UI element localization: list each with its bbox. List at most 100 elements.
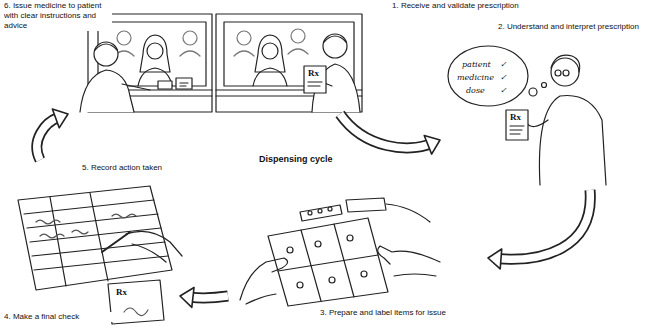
arrow-head: [180, 287, 194, 307]
step-label: 3. Prepare and label items for issue: [320, 308, 486, 318]
cycle-arrow-body: [499, 190, 590, 259]
step-label: 2. Understand and interpret prescription: [498, 22, 646, 32]
cycle-arrow-outline: [191, 296, 228, 298]
step-node: 4. Make a final check: [2, 262, 180, 326]
diagram-title: Dispensing cycle: [258, 154, 334, 164]
prepare-scene-part: [378, 246, 440, 264]
prepare-scene-part: [240, 258, 288, 300]
issue-window-scene-part: [117, 31, 131, 45]
interpret-scene-part: [551, 58, 579, 86]
cycle-arrow-outline: [499, 190, 590, 259]
interpret-scene-part: [529, 88, 537, 96]
step-label: 1. Receive and validate prescription: [392, 1, 557, 11]
step-label: 5. Record action taken: [82, 163, 182, 173]
step-label: 6. Issue medicine to patient with clear …: [4, 1, 112, 31]
cycle-arrow: [340, 114, 440, 154]
interpret-scene: [448, 46, 606, 185]
prepare-scene-part: [386, 204, 430, 222]
interpret-scene-part: [526, 120, 548, 127]
record-scene-part: [36, 220, 60, 224]
receive-window-scene-part: [288, 49, 308, 54]
record-scene-part: [90, 193, 108, 281]
record-scene-part: [34, 256, 168, 270]
record-scene-part: [24, 200, 154, 214]
issue-window-scene-part: [147, 43, 163, 59]
arrow-head: [52, 109, 68, 128]
receive-window-scene-part: [216, 14, 362, 112]
step-node: 1. Receive and validate prescription: [216, 0, 561, 114]
record-scene-part: [50, 197, 66, 286]
cycle-arrow-body: [37, 118, 58, 160]
receive-window-scene-part: [234, 51, 254, 56]
cycle-arrow-body: [191, 296, 228, 298]
step-node: 6. Issue medicine to patient with clear …: [2, 0, 214, 114]
record-scene-part: [102, 232, 130, 252]
step-node: 3. Prepare and label items for issue: [228, 196, 488, 326]
receive-window-scene-part: [291, 29, 305, 43]
prepare-scene-part: [300, 205, 342, 221]
prepare-scene-part: [297, 282, 303, 288]
cycle-arrow-body: [340, 114, 430, 148]
prepare-scene-part: [318, 209, 322, 213]
interpret-scene-part: [539, 96, 606, 186]
record-scene-part: [18, 186, 172, 290]
prepare-scene: [240, 198, 440, 306]
receive-window-scene-part: [255, 35, 285, 72]
receive-window-scene-part: [324, 36, 346, 42]
receive-window-scene-part: [262, 43, 278, 59]
bubble-word: dose: [466, 86, 485, 95]
prepare-scene-part: [315, 241, 321, 247]
record-scene-part: [108, 280, 164, 324]
check-mark: ✓: [500, 60, 507, 69]
interpret-scene-part: [506, 110, 528, 140]
record-scene-part: [112, 214, 136, 218]
prepare-scene-part: [308, 211, 312, 215]
record-scene-part: [32, 242, 165, 256]
prepare-scene-part: [394, 274, 436, 276]
bubble-word: patient: [462, 60, 491, 69]
issue-window-scene-part: [95, 44, 117, 50]
prepare-scene-part: [268, 218, 388, 306]
rx-mark: Rx: [116, 288, 127, 297]
cycle-arrow-outline: [37, 118, 58, 160]
prepare-scene-part: [287, 247, 293, 253]
rx-mark: Rx: [510, 113, 521, 122]
receive-window-scene: [216, 14, 362, 112]
prepare-scene-part: [328, 207, 332, 211]
prepare-scene-part: [346, 198, 386, 212]
record-scene-part: [27, 214, 158, 228]
cycle-arrow: [180, 287, 228, 307]
prepare-scene-part: [361, 271, 367, 277]
record-scene-part: [126, 231, 182, 262]
prepare-scene-part: [347, 235, 353, 241]
record-scene-part: [124, 308, 148, 316]
record-scene: [18, 186, 182, 324]
issue-window-scene-part: [180, 83, 188, 86]
arrow-head: [488, 249, 502, 269]
check-mark: ✓: [500, 86, 507, 95]
receive-window-scene-part: [308, 82, 322, 86]
issue-window-scene-part: [158, 81, 172, 89]
record-scene-part: [72, 230, 88, 234]
prepare-scene-part: [329, 277, 335, 283]
record-scene-part: [40, 234, 64, 238]
prepare-scene-part: [246, 294, 276, 304]
issue-window-scene-part: [180, 51, 200, 56]
check-mark: ✓: [500, 73, 507, 82]
cycle-arrow-outline: [340, 114, 430, 148]
interpret-scene-part: [555, 70, 561, 76]
step-node: 5. Record action taken: [2, 160, 184, 258]
issue-window-scene-part: [80, 70, 134, 112]
rx-mark: Rx: [308, 69, 319, 78]
issue-window-scene-part: [140, 35, 170, 72]
prepare-scene-part: [278, 255, 378, 271]
interpret-scene-part: [542, 83, 547, 88]
interpret-scene-part: [448, 46, 528, 106]
receive-window-scene-part: [323, 34, 347, 58]
cycle-arrow: [37, 109, 68, 160]
arrow-head: [424, 136, 440, 155]
receive-window-scene-part: [304, 66, 326, 93]
issue-window-scene-part: [176, 78, 192, 89]
record-scene-part: [30, 228, 161, 242]
